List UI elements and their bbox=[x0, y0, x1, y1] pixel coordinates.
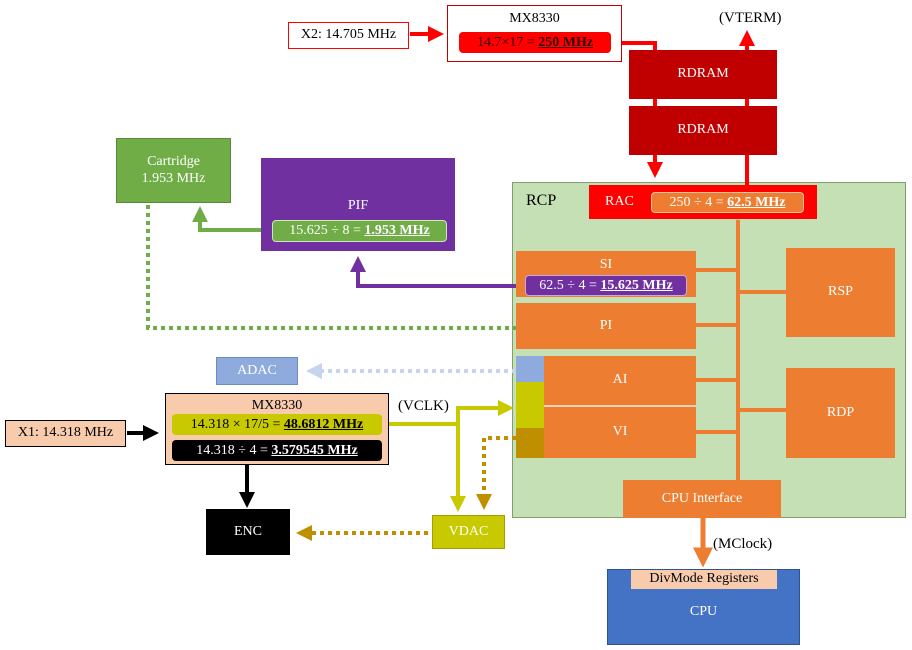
vdac-block: VDAC bbox=[432, 515, 505, 549]
si-result: 15.625 MHz bbox=[600, 277, 673, 293]
cpu-interface-label: CPU Interface bbox=[661, 490, 743, 506]
x1-crystal: X1: 14.318 MHz bbox=[5, 420, 126, 447]
rsp-block: RSP bbox=[786, 248, 895, 337]
mx8330-bottom-formula2-text: 14.318 ÷ 4 = bbox=[196, 442, 272, 458]
mx8330-bottom-formula1: 14.318 × 17/5 = 48.6812 MHz bbox=[172, 414, 382, 435]
si-formula-text: 62.5 ÷ 4 = bbox=[539, 277, 601, 293]
cpu-interface-block: CPU Interface bbox=[623, 480, 781, 518]
pi-label: PI bbox=[599, 317, 613, 333]
vterm-label: (VTERM) bbox=[719, 10, 782, 26]
rac-result: 62.5 MHz bbox=[727, 194, 786, 210]
cartridge-line2: 1.953 MHz bbox=[141, 170, 206, 186]
ai-block: AI bbox=[544, 356, 696, 405]
x1-label: X1: 14.318 MHz bbox=[17, 425, 114, 441]
rdram-2-label: RDRAM bbox=[677, 122, 729, 138]
rac-label: RAC bbox=[605, 193, 634, 209]
pif-formula: 15.625 ÷ 8 = 1.953 MHz bbox=[272, 220, 447, 242]
rcp-title: RCP bbox=[526, 192, 557, 209]
ai-label: AI bbox=[612, 372, 628, 388]
aivi-group bbox=[516, 356, 696, 458]
rsp-label: RSP bbox=[828, 284, 853, 300]
mx8330-bottom-title: MX8330 bbox=[251, 398, 303, 413]
mx8330-top-formula-text: 14.7×17 = bbox=[476, 34, 539, 50]
ai-strip bbox=[516, 356, 544, 382]
cartridge-line1: Cartridge bbox=[147, 154, 200, 170]
divmode-registers: DivMode Registers bbox=[631, 570, 777, 589]
vclk-strip bbox=[516, 382, 544, 428]
vdac-label: VDAC bbox=[448, 523, 489, 539]
cpu-label: CPU bbox=[689, 603, 718, 619]
ai-vi-divider bbox=[544, 405, 696, 407]
pi-block: PI bbox=[516, 303, 696, 349]
rdp-label: RDP bbox=[826, 404, 855, 420]
si-label: SI bbox=[599, 257, 613, 272]
enc-block: ENC bbox=[206, 509, 290, 555]
wire-si-to-pif bbox=[350, 256, 525, 288]
mx8330-bottom-formula2: 14.318 ÷ 4 = 3.579545 MHz bbox=[172, 440, 382, 461]
rac-formula: 250 ÷ 4 = 62.5 MHz bbox=[651, 192, 804, 213]
mx8330-top-title: MX8330 bbox=[509, 11, 560, 26]
x2-crystal: X2: 14.705 MHz bbox=[288, 22, 409, 49]
pif-result: 1.953 MHz bbox=[364, 223, 430, 238]
vi-block: VI bbox=[544, 407, 696, 458]
pif-formula-text: 15.625 ÷ 8 = bbox=[289, 223, 365, 238]
vclk-label: (VCLK) bbox=[398, 398, 449, 414]
rdp-block: RDP bbox=[786, 368, 895, 458]
mx8330-bottom-result1: 48.6812 MHz bbox=[283, 416, 364, 432]
rac-formula-text: 250 ÷ 4 = bbox=[669, 194, 728, 210]
vi-strip bbox=[516, 428, 544, 458]
rdram-1-label: RDRAM bbox=[677, 66, 729, 82]
divmode-registers-label: DivMode Registers bbox=[649, 571, 759, 587]
si-formula: 62.5 ÷ 4 = 15.625 MHz bbox=[525, 275, 687, 296]
wire-vclk-to-vi bbox=[382, 400, 514, 426]
rdram-1: RDRAM bbox=[629, 50, 777, 99]
rcp-block bbox=[512, 182, 906, 518]
wire-pif-to-cartridge bbox=[192, 206, 272, 232]
vi-label: VI bbox=[612, 424, 628, 440]
wire-cartridge-to-pi bbox=[146, 205, 544, 336]
x2-label: X2: 14.705 MHz bbox=[300, 27, 397, 43]
enc-label: ENC bbox=[234, 523, 262, 539]
mx8330-bottom-formula1-text: 14.318 × 17/5 = bbox=[190, 416, 284, 432]
mclock-label: (MClock) bbox=[713, 536, 773, 552]
pif-title: PIF bbox=[347, 198, 369, 213]
wire-vi-to-vdac bbox=[476, 436, 516, 510]
cartridge-block: Cartridge 1.953 MHz bbox=[116, 138, 231, 203]
adac-block: ADAC bbox=[216, 357, 298, 385]
mx8330-bottom-result2: 3.579545 MHz bbox=[271, 442, 358, 458]
adac-label: ADAC bbox=[237, 362, 277, 378]
rdram-2: RDRAM bbox=[629, 106, 777, 155]
mx8330-top-result: 250 MHz bbox=[538, 34, 594, 50]
mx8330-top-formula: 14.7×17 = 250 MHz bbox=[459, 32, 611, 53]
